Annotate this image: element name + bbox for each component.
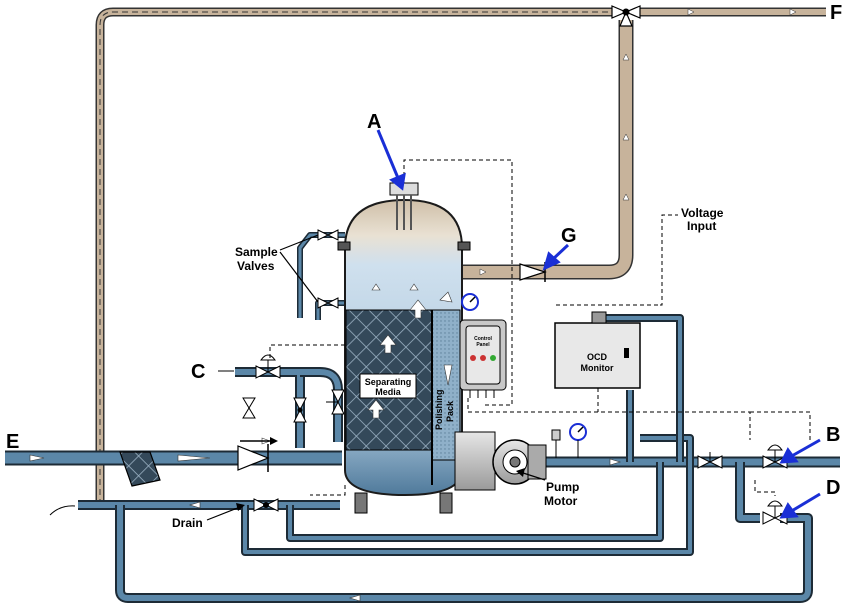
c-line-valves xyxy=(242,389,345,423)
separating-media-box xyxy=(359,373,417,399)
drain-valve xyxy=(253,498,279,512)
ocd-monitor xyxy=(554,311,641,389)
label-e: E xyxy=(6,431,19,453)
pump-motor-label-1: Pump xyxy=(546,480,579,494)
inlet-check-valve xyxy=(237,444,270,472)
voltage-input-label-2: Input xyxy=(687,219,716,233)
pump-motor-label-2: Motor xyxy=(544,494,578,508)
oil-flow-arrows xyxy=(479,8,797,276)
leader-lines xyxy=(206,370,546,521)
sample-leader-2 xyxy=(279,251,319,303)
three-way-valve-f xyxy=(611,5,641,27)
sample-valves xyxy=(317,229,339,309)
pump-motor xyxy=(454,431,547,491)
label-c: C xyxy=(191,361,205,383)
separator-tank xyxy=(337,182,471,514)
drain-outlet-icon xyxy=(49,505,76,516)
polishing-pack-label-1: Polishing xyxy=(434,390,444,431)
outlet-valve xyxy=(697,452,723,469)
separating-media-label-2: Media xyxy=(375,387,402,397)
label-f: F xyxy=(830,2,842,24)
inlet-strainer xyxy=(119,451,161,487)
control-panel-label-1: Control xyxy=(474,336,492,342)
pressure-gauge-pump xyxy=(551,423,587,458)
label-a: A xyxy=(367,111,381,133)
sample-leader-1 xyxy=(279,234,319,251)
sample-valves-label-2: Valves xyxy=(237,259,275,273)
control-panel xyxy=(459,319,507,398)
ocd-monitor-label-2: Monitor xyxy=(581,363,614,373)
control-signal-lines xyxy=(269,159,811,496)
separating-media-label-1: Separating xyxy=(365,377,412,387)
polishing-pack-label-2: Pack xyxy=(445,400,455,422)
valve-c xyxy=(255,354,281,379)
voltage-input-label-1: Voltage xyxy=(681,206,724,220)
label-b: B xyxy=(826,424,840,446)
label-g: G xyxy=(561,225,577,247)
pressure-gauge-tank xyxy=(461,293,479,311)
label-d: D xyxy=(826,477,840,499)
tank-flow-arrows xyxy=(367,283,453,419)
callout-arrows xyxy=(376,129,821,519)
polishing-pack-label: Polishing Pack xyxy=(434,390,455,431)
control-panel-label-2: Panel xyxy=(476,342,490,348)
ocd-monitor-label-1: OCD xyxy=(587,352,608,362)
drain-label: Drain xyxy=(172,516,203,530)
flow-arrowhead xyxy=(270,437,278,445)
sample-valves-label-1: Sample xyxy=(235,245,278,259)
